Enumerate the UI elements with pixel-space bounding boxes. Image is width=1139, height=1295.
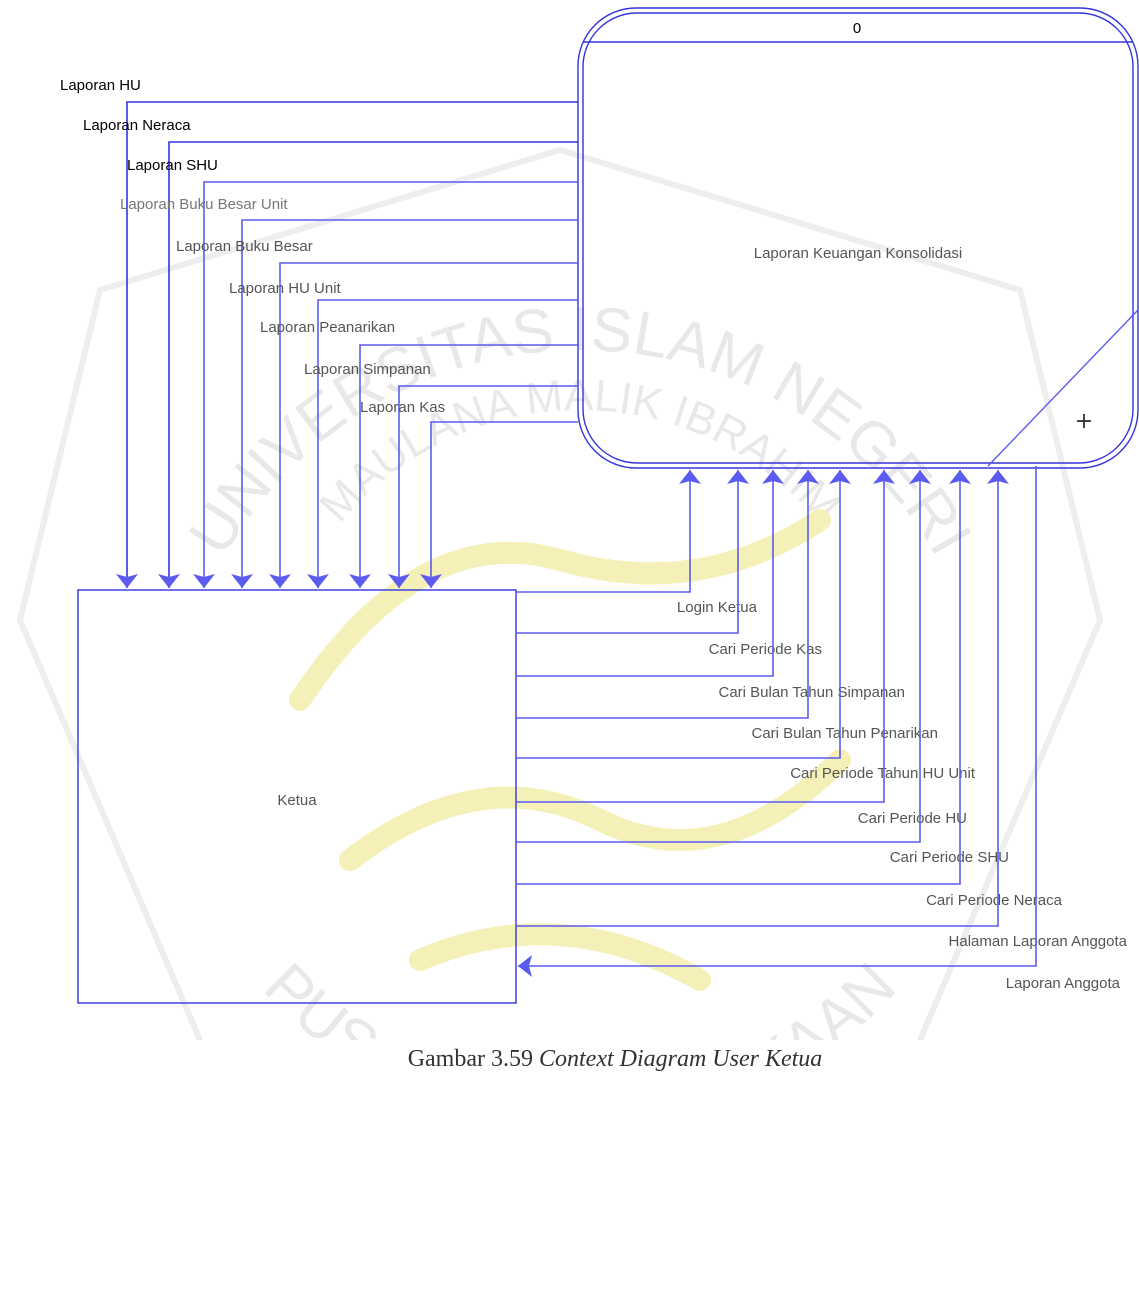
flow-label-laporan-hu-unit: Laporan HU Unit xyxy=(229,280,342,297)
process-number: 0 xyxy=(853,20,861,37)
flow-cari-periode-hu xyxy=(516,470,895,803)
flow-laporan-buku-besar xyxy=(269,262,578,588)
flow-laporan-hu-unit xyxy=(307,299,578,588)
watermark-bottom-text: PUSAT PERPUSTAKAAN xyxy=(251,950,908,1040)
flow-laporan-peanarikan xyxy=(349,344,578,588)
flow-label-laporan-kas: Laporan Kas xyxy=(360,399,445,416)
flow-label-halaman-laporan-anggota: Halaman Laporan Anggota xyxy=(949,933,1128,950)
process-corner-diagonal xyxy=(987,309,1139,467)
flow-halaman-laporan-anggota xyxy=(516,470,1009,927)
flow-label-cari-periode-tahun-hu-unit: Cari Periode Tahun HU Unit xyxy=(790,765,976,782)
flow-laporan-anggota xyxy=(518,466,1037,977)
flow-laporan-simpanan xyxy=(388,385,578,588)
flow-label-cari-periode-kas: Cari Periode Kas xyxy=(709,641,822,658)
flow-label-laporan-buku-besar: Laporan Buku Besar xyxy=(176,238,313,255)
flow-label-cari-periode-shu: Cari Periode SHU xyxy=(890,849,1009,866)
flow-label-laporan-anggota: Laporan Anggota xyxy=(1006,975,1121,992)
process-box[interactable]: 0 Laporan Keuangan Konsolidasi + xyxy=(577,7,1139,469)
flow-label-laporan-neraca: Laporan Neraca xyxy=(83,117,191,134)
flow-label-laporan-simpanan: Laporan Simpanan xyxy=(304,361,431,378)
entity-name: Ketua xyxy=(277,792,317,809)
flow-label-laporan-peanarikan: Laporan Peanarikan xyxy=(260,319,395,336)
flow-laporan-kas xyxy=(420,421,578,588)
caption-title: Context Diagram User Ketua xyxy=(538,1046,823,1072)
expand-icon[interactable]: + xyxy=(1075,409,1093,434)
flow-label-laporan-hu: Laporan HU xyxy=(60,77,141,94)
flow-cari-periode-neraca xyxy=(516,470,971,885)
flow-label-cari-bulan-tahun-penarikan: Cari Bulan Tahun Penarikan xyxy=(751,725,938,742)
context-diagram: UNIVERSITAS ISLAM NEGERI MAULANA MALIK I… xyxy=(16,7,1139,1040)
flow-label-laporan-shu: Laporan SHU xyxy=(127,157,218,174)
caption-prefix: Gambar 3.59 xyxy=(407,1046,539,1072)
flow-cari-bulan-tahun-simpanan xyxy=(516,470,784,677)
flow-label-cari-bulan-tahun-simpanan: Cari Bulan Tahun Simpanan xyxy=(718,684,905,701)
flow-cari-periode-tahun-hu-unit xyxy=(516,470,851,759)
flow-login-ketua xyxy=(516,470,701,593)
figure-caption: Gambar 3.59 Context Diagram User Ketua xyxy=(0,1046,1139,1073)
flow-label-cari-periode-hu: Cari Periode HU xyxy=(858,810,967,827)
flow-cari-bulan-tahun-penarikan xyxy=(516,470,819,719)
process-name: Laporan Keuangan Konsolidasi xyxy=(754,245,963,262)
flow-cari-periode-kas xyxy=(516,470,749,634)
flow-label-laporan-buku-besar-unit: Laporan Buku Besar Unit xyxy=(120,196,288,213)
flow-laporan-shu xyxy=(193,181,578,588)
watermark-calligraphy xyxy=(289,509,851,991)
flow-label-cari-periode-neraca: Cari Periode Neraca xyxy=(926,892,1063,909)
flow-laporan-hu xyxy=(116,101,578,588)
flow-laporan-buku-besar-unit xyxy=(231,219,578,588)
flow-label-login-ketua: Login Ketua xyxy=(677,599,758,616)
entity-box[interactable]: Ketua xyxy=(77,589,517,1004)
flow-cari-periode-shu xyxy=(516,470,931,843)
watermark-seal-outline xyxy=(16,146,1104,1040)
flow-laporan-neraca xyxy=(158,141,578,588)
